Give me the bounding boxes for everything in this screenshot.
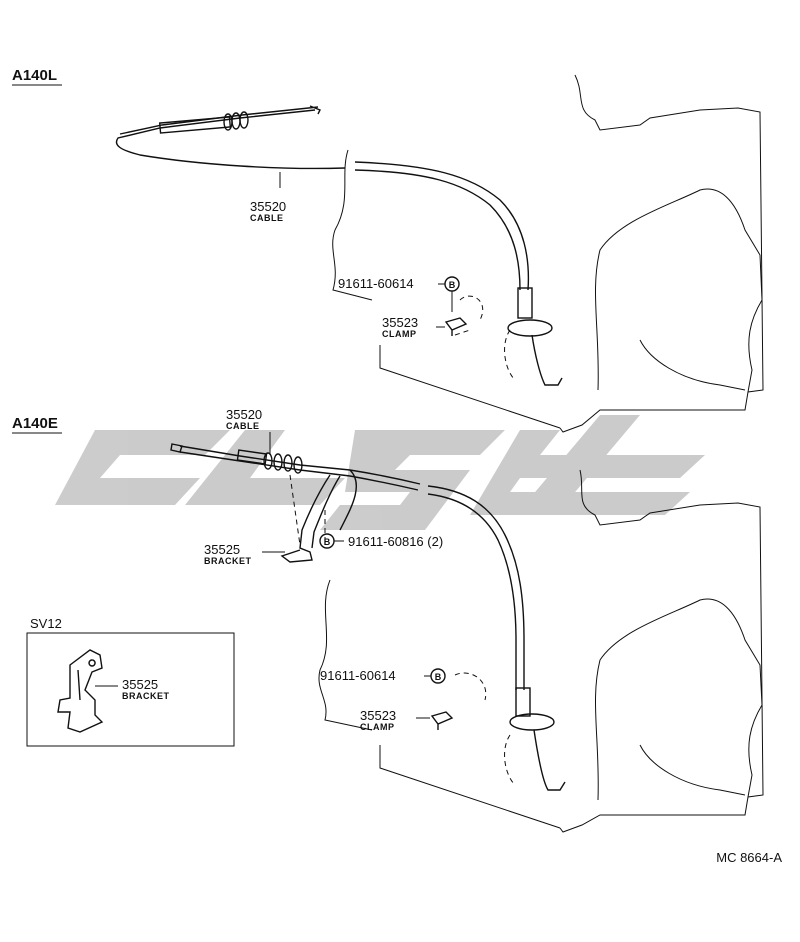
transmission-bell-low [594, 598, 763, 801]
hidden-edge-top [454, 295, 516, 381]
cable-lower-run [427, 485, 525, 690]
labels: A140L A140E SV12 35520 CABLE 91611-60614… [12, 67, 782, 865]
cable-sheath-mid [236, 449, 268, 465]
part-number-cable-top: 35520 [250, 199, 286, 214]
part-number-bolt-mid: 91611-60816 (2) [348, 534, 443, 549]
cable-nut-top [223, 111, 249, 131]
cable-mid-tip [170, 443, 183, 453]
part-name-bracket-mid: BRACKET [204, 556, 252, 566]
part-number-bracket-mid: 35525 [204, 542, 240, 557]
cable-end-low [515, 687, 531, 717]
watermark-logo [55, 415, 705, 530]
section-title-sv12: SV12 [30, 616, 62, 631]
part-number-clamp-low: 35523 [360, 708, 396, 723]
cable-bracket-top [507, 319, 553, 337]
clamp-35523-top [444, 317, 468, 336]
part-number-clamp-top: 35523 [382, 315, 418, 330]
bolt-marker-mid-label: B [324, 537, 331, 547]
transmission-outline-low [318, 469, 764, 833]
transmission-bell-top [594, 188, 763, 393]
section-title-a140l: A140L [12, 67, 57, 84]
a140l-assembly: B [115, 74, 764, 433]
figure-code: MC 8664-A [716, 850, 782, 865]
part-name-cable-mid: CABLE [226, 421, 260, 431]
cable-end-top [517, 287, 533, 319]
clamp-35523-low [430, 711, 454, 730]
part-name-bracket-sv12: BRACKET [122, 691, 170, 701]
part-name-clamp-top: CLAMP [382, 329, 417, 339]
section-title-a140e: A140E [12, 415, 58, 432]
cable-nut-mid [263, 452, 303, 474]
part-number-bolt-low: 91611-60614 [320, 668, 396, 683]
cable-sheath-top [158, 116, 232, 134]
bracket-dash [289, 474, 326, 546]
part-name-cable-top: CABLE [250, 213, 284, 223]
cable-top-lower [354, 161, 530, 291]
bolt-marker-top-label: B [449, 280, 456, 290]
cable-rod-top [531, 334, 563, 386]
part-number-cable-mid: 35520 [226, 407, 262, 422]
cable-35520-top [115, 109, 346, 170]
cable-35520-mid [179, 445, 421, 491]
bracket-35525-sv12 [57, 649, 104, 733]
sv12-inset-frame [26, 632, 235, 747]
bracket-35525-mid [280, 469, 357, 563]
part-number-bracket-sv12: 35525 [122, 677, 158, 692]
sv12-inset [26, 632, 235, 747]
a140e-assembly: B B [170, 432, 764, 833]
bolt-marker-low-label: B [435, 672, 442, 682]
transmission-outline-top [332, 74, 764, 433]
part-number-bolt-top: 91611-60614 [338, 276, 414, 291]
part-name-clamp-low: CLAMP [360, 722, 395, 732]
hidden-edge-low [454, 672, 516, 786]
cable-bracket-low [509, 713, 555, 731]
cable-rod-low [533, 729, 566, 791]
